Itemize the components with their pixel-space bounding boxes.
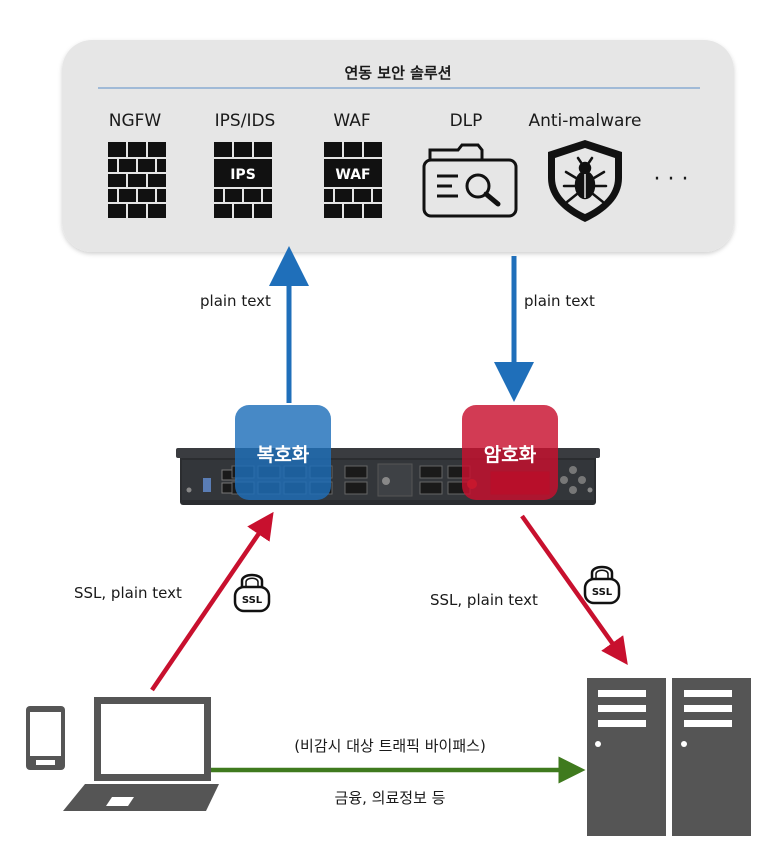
mobile-phone-icon: [26, 706, 65, 770]
ssl-lock-icon: SSL: [583, 565, 621, 605]
ips-icon: IPS: [214, 142, 272, 218]
decrypt-badge: 복호화: [235, 405, 331, 500]
panel-title: 연동 보안 솔루션: [344, 64, 451, 82]
ssl-lock-text: SSL: [592, 587, 613, 598]
dlp-folder-icon: [422, 143, 518, 218]
ssl-lock-text: SSL: [242, 595, 263, 606]
solution-anti-malware: Anti-malware: [528, 111, 642, 222]
solution-label: NGFW: [109, 111, 162, 131]
solution-label: Anti-malware: [528, 111, 641, 131]
server-ssl-label: SSL, plain text: [430, 591, 538, 609]
bypass-label: (비감시 대상 트래픽 바이패스): [294, 737, 486, 755]
solution-label: WAF: [333, 111, 370, 131]
bypass-sublabel: 금융, 의료정보 등: [335, 789, 446, 807]
laptop-icon: [63, 697, 219, 811]
client-ssl-label: SSL, plain text: [74, 584, 182, 602]
plain-text-up-label: plain text: [200, 292, 271, 310]
solution-label: DLP: [450, 111, 483, 131]
solution-waf: WAF WAF: [324, 111, 382, 218]
plain-text-down-label: plain text: [524, 292, 595, 310]
waf-icon-text: WAF: [335, 167, 370, 183]
ips-icon-text: IPS: [230, 167, 256, 183]
ssl-lock-icon: SSL: [233, 573, 271, 613]
firewall-icon: [108, 142, 166, 218]
client-to-appliance-arrow: [150, 511, 274, 692]
server-icon: [587, 678, 666, 836]
server-icon: [672, 678, 751, 836]
encrypt-label: 암호화: [484, 444, 537, 466]
bug-shield-icon: [548, 140, 622, 222]
more-solutions-ellipsis: · · ·: [654, 167, 689, 192]
appliance-to-server-arrow: [520, 514, 628, 666]
solution-label: IPS/IDS: [215, 111, 276, 131]
encrypt-badge: 암호화: [462, 405, 558, 500]
solution-ngfw: NGFW: [108, 111, 166, 218]
solution-ips-ids: IPS/IDS IPS: [214, 111, 275, 218]
solution-dlp: DLP: [422, 111, 518, 218]
waf-icon: WAF: [324, 142, 382, 218]
decrypt-label: 복호화: [257, 444, 310, 466]
security-solutions-panel: 연동 보안 솔루션 NGFW: [62, 40, 734, 252]
